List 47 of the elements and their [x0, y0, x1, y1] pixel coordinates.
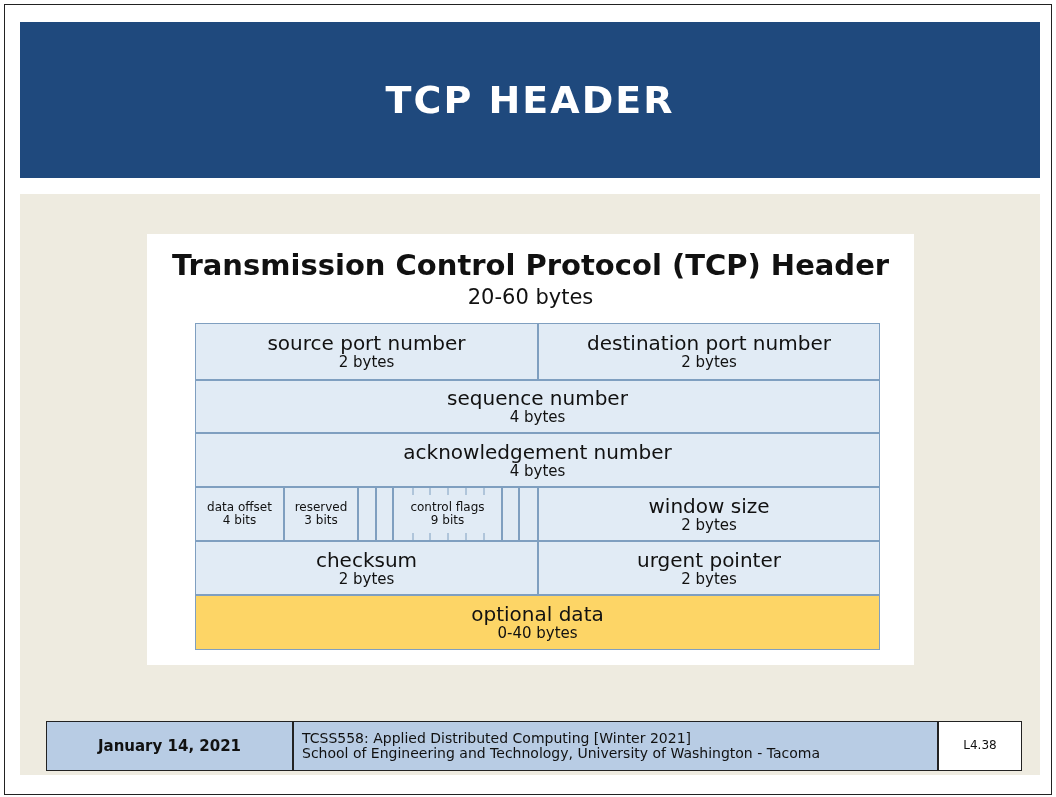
header-field: [538, 487, 880, 541]
field-name: reserved: [294, 500, 348, 514]
slide-title: TCP HEADER: [385, 78, 675, 122]
field-name: source port number: [267, 332, 466, 355]
field-size: 0-40 bytes: [497, 625, 578, 642]
figure-subtitle: 20-60 bytes: [467, 285, 594, 309]
footer-page-cell: [938, 721, 1022, 771]
figure-title: Transmission Control Protocol (TCP) Header: [171, 248, 890, 282]
footer-date-cell: [46, 721, 293, 771]
field-name: urgent pointer: [637, 548, 781, 571]
field-size: 4 bytes: [509, 462, 566, 480]
field-name: destination port number: [587, 332, 831, 355]
field-size: 2 bytes: [338, 570, 395, 588]
header-field: [195, 541, 538, 595]
header-field: [195, 380, 880, 433]
flag-field: [502, 487, 519, 541]
header-field: [195, 487, 284, 541]
header-field: [195, 595, 880, 650]
field-size: 4 bits: [222, 514, 257, 528]
field-name: control flags: [410, 500, 485, 514]
field-name: sequence number: [447, 387, 628, 410]
footer-text: January 14, 2021: [97, 737, 242, 755]
field-size: 2 bytes: [338, 354, 395, 371]
field-name: data offset: [207, 500, 272, 514]
header-field: [393, 487, 502, 541]
field-size: 9 bits: [430, 514, 465, 528]
field-size: 2 bytes: [681, 516, 737, 534]
field-name: window size: [648, 494, 770, 517]
header-field: [195, 323, 538, 380]
field-name: checksum: [315, 548, 418, 571]
field-name: acknowledgement number: [403, 440, 672, 463]
footer-course-cell: [293, 721, 938, 771]
flag-field: [376, 487, 393, 541]
field-size: 4 bytes: [509, 409, 566, 426]
header-field: [538, 541, 880, 595]
flag-field: [358, 487, 376, 541]
header-field: [195, 433, 880, 487]
field-size: 3 bits: [304, 514, 338, 528]
footer-text: TCSS558: Applied Distributed Computing [Winter 2021]: [302, 730, 692, 746]
header-field: [284, 487, 358, 541]
footer-text: School of Engineering and Technology, University of Washington - Tacoma: [302, 746, 820, 762]
header-field: [538, 323, 880, 380]
field-size: 2 bytes: [681, 570, 737, 588]
field-name: optional data: [471, 603, 604, 626]
footer-text: L4.38: [963, 739, 997, 753]
flag-field: [519, 487, 538, 541]
field-size: 2 bytes: [681, 354, 737, 371]
